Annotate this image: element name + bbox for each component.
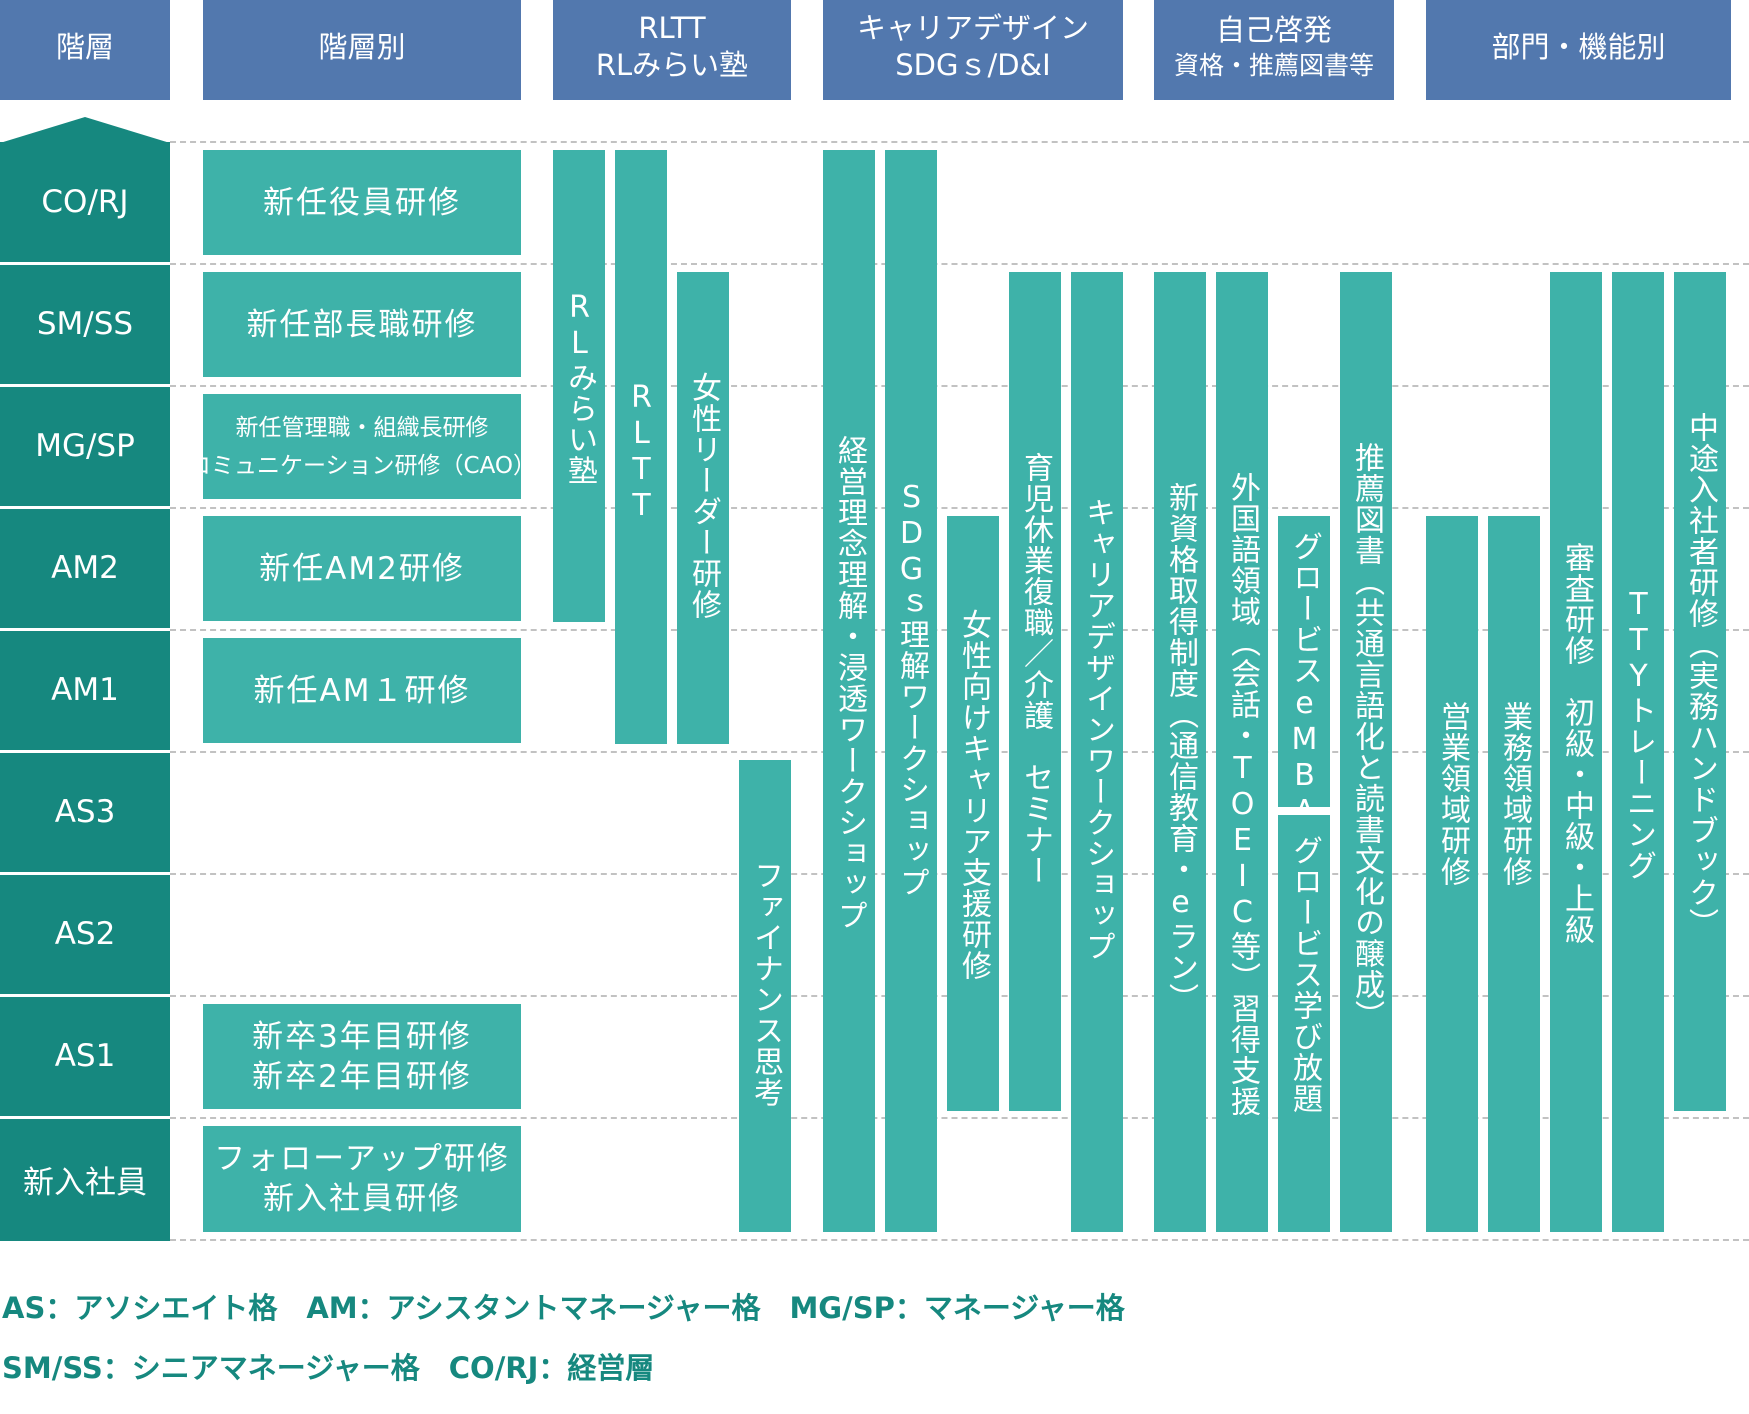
program-women-leader: 女性リーダー研修 <box>677 272 729 744</box>
program-sales-label: 営業領域研修 <box>1435 701 1470 887</box>
row-separator <box>170 385 1749 387</box>
program-finance: ファイナンス思考 <box>739 760 791 1232</box>
level-new-employee: 新入社員 <box>0 1118 170 1241</box>
level-divider <box>0 873 170 875</box>
program-sdgs-label: SDGｓ理解ワークショップ <box>894 480 929 898</box>
header-level-label: 階層 <box>55 29 114 64</box>
program-globis-emba: グロービスeMBA <box>1278 516 1330 807</box>
training-third-year: 新卒3年目研修 <box>252 1018 472 1055</box>
level-divider <box>0 629 170 631</box>
level-divider <box>0 751 170 753</box>
program-childcare-seminar: 育児休業復職／介護 セミナー <box>1009 272 1061 1111</box>
program-sales: 営業領域研修 <box>1426 516 1478 1232</box>
level-divider <box>0 263 170 265</box>
training-box-am1: 新任AM１研修 <box>203 638 521 743</box>
program-review: 審査研修 初級・中級・上級 <box>1550 272 1602 1232</box>
header-career-line2: SDGｓ/D&I <box>895 48 1051 82</box>
program-tty-label: TTYトレーニング <box>1621 587 1656 881</box>
level-as2: AS2 <box>0 874 170 994</box>
training-box-as1: 新卒3年目研修 新卒2年目研修 <box>203 1004 521 1109</box>
row-separator <box>170 1239 1749 1241</box>
program-recommended-books: 推薦図書（共通言語化と読書文化の醸成） <box>1340 272 1392 1232</box>
legend-line-2: SM/SS：シニアマネージャー格 CO/RJ：経営層 <box>2 1351 655 1385</box>
program-operations: 業務領域研修 <box>1488 516 1540 1232</box>
header-career: キャリアデザイン SDGｓ/D&I <box>823 0 1123 100</box>
program-women-leader-label: 女性リーダー研修 <box>686 372 721 620</box>
program-career-workshop-label: キャリアデザインワークショップ <box>1080 497 1115 962</box>
level-mg-sp: MG/SP <box>0 386 170 506</box>
program-women-career-label: 女性向けキャリア支援研修 <box>956 609 991 981</box>
program-globis-emba-label: グロービスeMBA <box>1287 531 1322 807</box>
header-self-development: 自己啓発 資格・推薦図書等 <box>1154 0 1394 100</box>
training-box-new-employee: フォローアップ研修 新入社員研修 <box>203 1126 521 1232</box>
program-sdgs-workshop: SDGｓ理解ワークショップ <box>885 150 937 1232</box>
level-divider <box>0 995 170 997</box>
program-career-workshop: キャリアデザインワークショップ <box>1071 272 1123 1232</box>
row-separator <box>170 507 1749 509</box>
program-qualification: 新資格取得制度（通信教育・eラン） <box>1154 272 1206 1232</box>
row-separator <box>170 1117 1749 1119</box>
program-finance-label: ファイナンス思考 <box>748 860 783 1108</box>
legend-line-1: AS：アソシエイト格 AM：アシスタントマネージャー格 MG/SP：マネージャー… <box>2 1291 1125 1325</box>
header-department: 部門・機能別 <box>1426 0 1731 100</box>
header-self-line2: 資格・推薦図書等 <box>1173 51 1374 80</box>
training-communication: コミュニケーション研修（CAO） <box>187 452 537 479</box>
level-sm-ss: SM/SS <box>0 264 170 384</box>
training-box-mg-sp: 新任管理職・組織長研修 コミュニケーション研修（CAO） <box>188 394 536 499</box>
program-rltt: RLTT <box>615 150 667 744</box>
program-rl-mirai-label: RLみらい塾 <box>562 290 597 486</box>
program-rltt-label: RLTT <box>624 380 659 524</box>
program-books-label: 推薦図書（共通言語化と読書文化の醸成） <box>1349 442 1384 1031</box>
header-department-label: 部門・機能別 <box>1491 29 1666 64</box>
program-rl-mirai: RLみらい塾 <box>553 150 605 622</box>
training-new-executive: 新任役員研修 <box>263 184 461 221</box>
level-as3: AS3 <box>0 752 170 872</box>
program-childcare-label: 育児休業復職／介護 セミナー <box>1018 452 1053 886</box>
program-globis-learning: グロービス学び放題 <box>1278 815 1330 1232</box>
training-new-general-manager: 新任部長職研修 <box>246 306 478 343</box>
program-philosophy-workshop: 経営理念理解・浸透ワークショップ <box>823 150 875 1232</box>
program-language-label: 外国語領域（会話・TOEIC等）習得支援 <box>1225 472 1260 1117</box>
level-as1: AS1 <box>0 996 170 1116</box>
program-midcareer: 中途入社者研修（実務ハンドブック） <box>1674 272 1726 1111</box>
program-operations-label: 業務領域研修 <box>1497 701 1532 887</box>
header-level: 階層 <box>0 0 170 100</box>
level-divider <box>0 385 170 387</box>
level-am2: AM2 <box>0 508 170 628</box>
training-box-am2: 新任AM2研修 <box>203 516 521 621</box>
level-arrow-head <box>0 117 170 143</box>
training-box-co-rj: 新任役員研修 <box>203 150 521 255</box>
training-follow-up: フォローアップ研修 <box>214 1141 510 1177</box>
program-women-career: 女性向けキャリア支援研修 <box>947 516 999 1111</box>
program-tty: TTYトレーニング <box>1612 272 1664 1232</box>
header-rltt-line2: RLみらい塾 <box>595 48 749 82</box>
training-new-am2: 新任AM2研修 <box>259 550 465 587</box>
training-box-sm-ss: 新任部長職研修 <box>203 272 521 377</box>
header-by-level-label: 階層別 <box>318 29 406 64</box>
header-rltt: RLTT RLみらい塾 <box>553 0 791 100</box>
program-philosophy-label: 経営理念理解・浸透ワークショップ <box>832 435 867 931</box>
program-globis-learning-label: グロービス学び放題 <box>1287 835 1322 1114</box>
training-new-am1: 新任AM１研修 <box>253 672 471 709</box>
header-self-line1: 自己啓発 <box>1215 13 1332 47</box>
header-by-level: 階層別 <box>203 0 521 100</box>
program-language: 外国語領域（会話・TOEIC等）習得支援 <box>1216 272 1268 1232</box>
program-qualification-label: 新資格取得制度（通信教育・eラン） <box>1163 482 1198 1014</box>
level-divider <box>0 507 170 509</box>
training-second-year: 新卒2年目研修 <box>252 1058 472 1095</box>
row-separator <box>170 263 1749 265</box>
level-divider <box>0 1117 170 1119</box>
training-new-manager: 新任管理職・組織長研修 <box>235 414 489 441</box>
level-co-rj: CO/RJ <box>0 142 170 262</box>
training-new-employee: 新入社員研修 <box>263 1181 461 1217</box>
level-am1: AM1 <box>0 630 170 750</box>
row-separator <box>170 141 1749 143</box>
header-rltt-line1: RLTT <box>638 11 706 45</box>
program-midcareer-label: 中途入社者研修（実務ハンドブック） <box>1683 412 1718 939</box>
header-career-line1: キャリアデザイン <box>856 11 1089 45</box>
program-review-label: 審査研修 初級・中級・上級 <box>1559 542 1594 945</box>
